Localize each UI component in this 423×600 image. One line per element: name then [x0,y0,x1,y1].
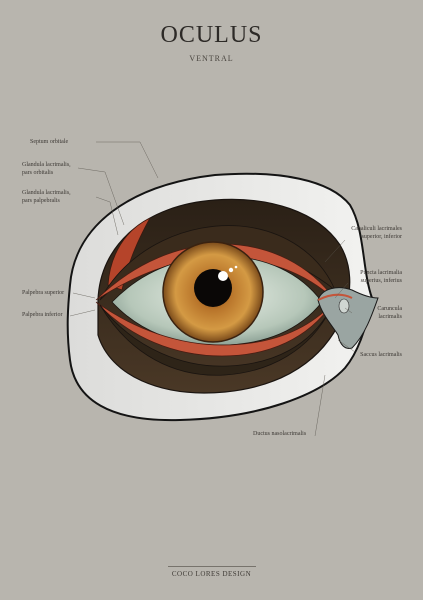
label-caruncula: Caruncula lacrimalis [377,306,402,320]
page-title: OCULUS [160,22,263,48]
label-palpebra-superior: Palpebra superior [22,290,65,296]
footer-divider [168,566,256,567]
caruncula [338,298,350,314]
label-palpebra-inferior: Palpebra inferior [22,312,63,318]
label-ductus-nasolacrimalis: Ductus nasolacrimalis [253,431,307,437]
label-canaliculi: Canaliculi lacrimales superior, inferior [351,226,402,240]
highlight-tiny [234,265,238,269]
canaliculi [317,293,353,301]
label-glandula-palpebralis: Glandula lacrimalis, pars palpebralis [22,190,71,204]
label-glandula-orbitalis: Glandula lacrimalis, pars orbitalis [22,162,71,176]
lacrimal-sac [317,287,379,349]
label-saccus: Saccus lacrimalis [360,352,402,358]
highlight-small [228,267,234,273]
leader-lines [69,141,356,437]
label-septum-orbitale: Septum orbitale [30,139,69,145]
highlight-large [218,271,228,281]
page-subtitle: VENTRAL [189,54,234,63]
footer-credit: COCO LORES DESIGN [171,570,252,578]
label-puncta: Puncta lacrimalia superius, inferius [360,270,402,284]
